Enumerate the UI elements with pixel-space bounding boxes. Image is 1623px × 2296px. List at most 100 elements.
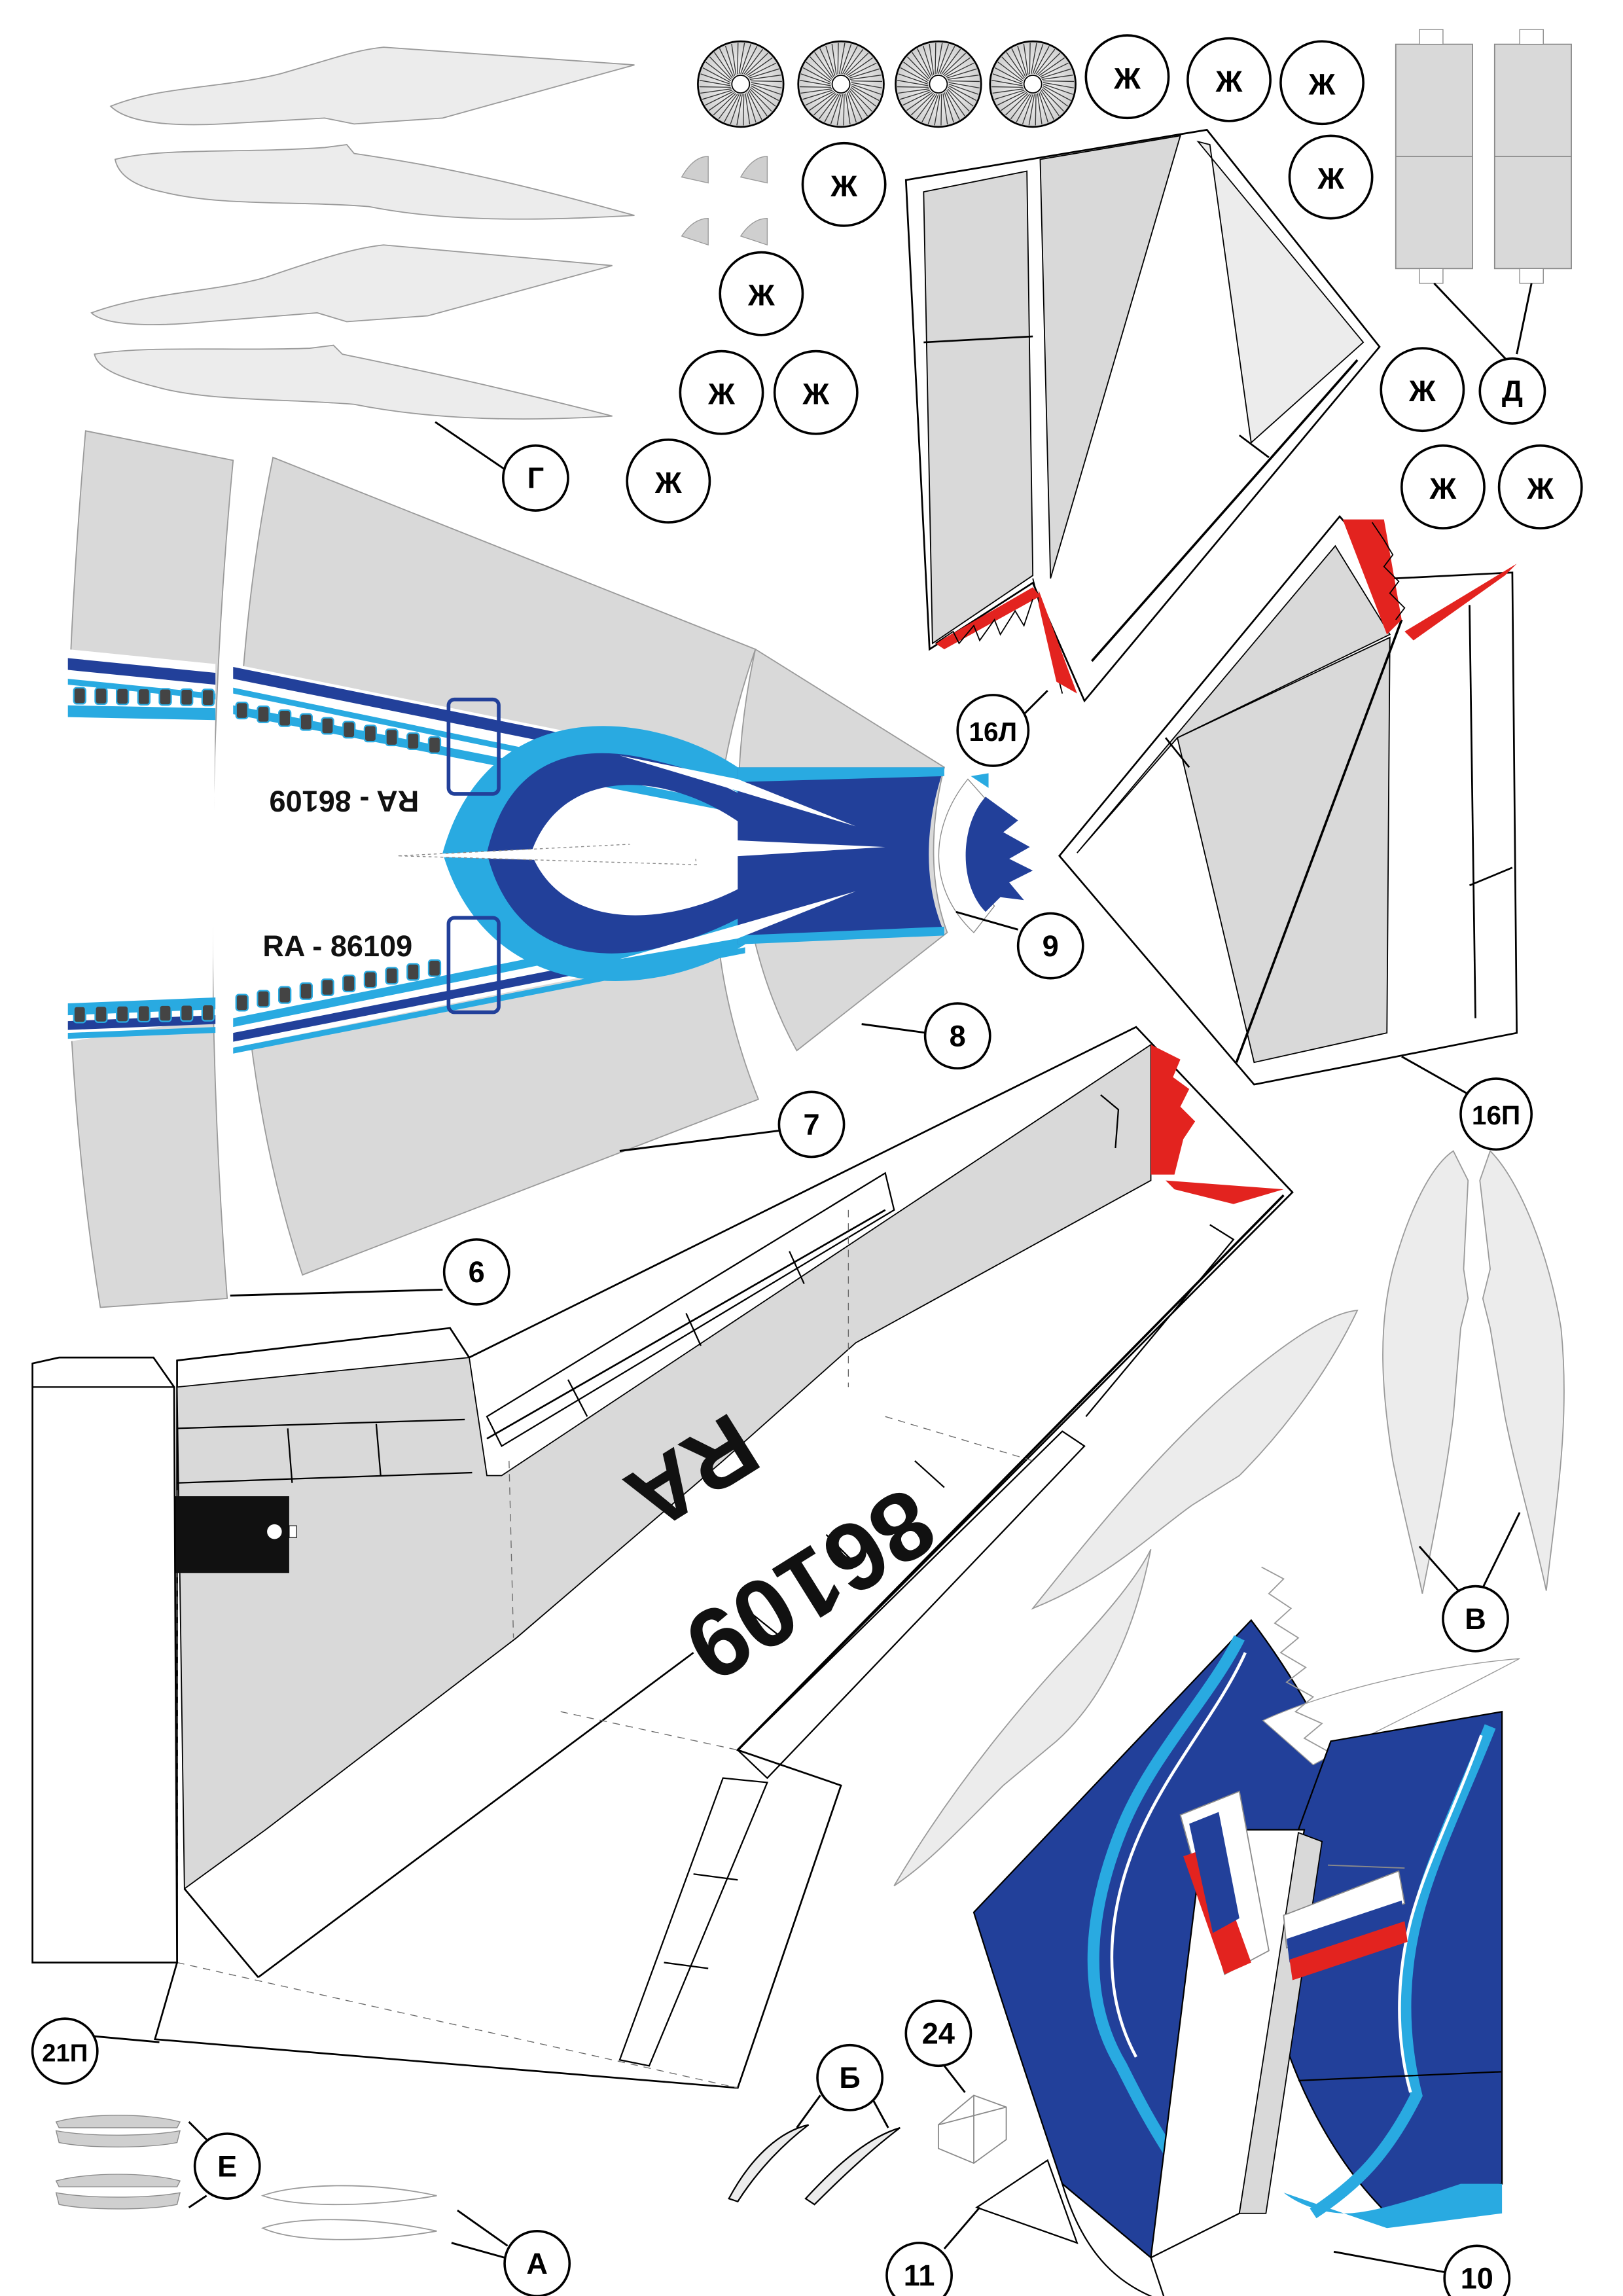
svg-text:16Л: 16Л — [969, 717, 1017, 747]
svg-text:Ж: Ж — [1215, 65, 1243, 98]
svg-text:Ж: Ж — [1113, 62, 1141, 95]
part-24-block — [937, 2094, 1007, 2164]
wheel-disc: Ж — [719, 251, 804, 336]
svg-text:Б: Б — [839, 2061, 860, 2094]
cabin-window — [73, 1005, 86, 1024]
svg-text:Д: Д — [1502, 374, 1523, 408]
svg-text:Ж: Ж — [802, 378, 829, 411]
cabin-window — [363, 971, 378, 989]
small-fairings — [681, 156, 768, 246]
cabin-window — [94, 687, 108, 705]
label-g-callout: Г — [502, 444, 569, 512]
cabin-window — [201, 689, 215, 707]
part-g-pylons — [90, 46, 635, 420]
svg-text:Ж: Ж — [747, 279, 775, 312]
svg-text:Ж: Ж — [1308, 67, 1336, 101]
label-24-callout: 24 — [904, 2000, 972, 2068]
svg-text:Ж: Ж — [1429, 472, 1457, 505]
part-11-fairing — [975, 2159, 1079, 2244]
nose-cone-9 — [938, 773, 1033, 933]
cabin-window — [277, 709, 292, 727]
main-wing — [31, 1026, 1294, 2089]
wheel-disc: Ж — [801, 141, 887, 227]
cabin-window — [299, 713, 313, 731]
svg-text:Ж: Ж — [1526, 472, 1554, 505]
label-b-callout: Б — [816, 2043, 884, 2111]
label-a-callout: А — [503, 2230, 571, 2296]
cabin-window — [137, 687, 151, 706]
nose-section-8 — [619, 648, 948, 1052]
cabin-window — [235, 994, 249, 1012]
cabin-window — [385, 728, 399, 747]
svg-text:8: 8 — [950, 1019, 966, 1052]
svg-text:Ж: Ж — [654, 466, 682, 499]
engine-fan-disc — [989, 40, 1077, 128]
label-21p-callout: 21П — [31, 2017, 99, 2085]
svg-text:24: 24 — [922, 2017, 955, 2050]
label-16l-callout: 16Л — [956, 694, 1030, 767]
label-10-callout: 10 — [1443, 2244, 1511, 2296]
part-d-blocks — [1395, 29, 1572, 367]
cabin-window — [94, 1005, 108, 1024]
wheel-disc: Ж — [1084, 34, 1170, 120]
svg-text:11: 11 — [904, 2259, 935, 2292]
cabin-window — [201, 1003, 215, 1022]
tail-fin-10 — [972, 1566, 1520, 2296]
svg-text:6: 6 — [469, 1255, 485, 1289]
cabin-window — [406, 963, 420, 981]
cabin-windows — [73, 687, 442, 1024]
label-9-callout: 9 — [1016, 912, 1084, 980]
wheel-disc-labels: Ж Ж Ж Ж Ж Ж Ж Ж Ж Ж Ж Ж — [626, 34, 1583, 529]
wheel-disc: Ж — [626, 439, 711, 524]
wheel-disc: Ж — [1497, 444, 1583, 529]
cabin-window — [321, 978, 334, 997]
stabilizer-left-16l — [904, 128, 1381, 703]
cabin-window — [180, 1004, 194, 1022]
engine-fan-discs — [697, 40, 1077, 128]
cabin-window — [158, 1004, 172, 1022]
part-e-pieces — [55, 2115, 181, 2210]
pylon-fairings — [893, 1309, 1359, 1886]
cabin-window — [137, 1005, 151, 1023]
wheel-disc: Ж — [1288, 134, 1374, 220]
cabin-window — [321, 717, 334, 735]
wheel-disc: Ж — [1186, 37, 1272, 122]
fuselage-registration: RA - 86109 — [262, 929, 412, 963]
cabin-window — [235, 702, 249, 720]
part-v-fairings — [1382, 1149, 1565, 1594]
fuselage-section-6 — [61, 430, 234, 1308]
cabin-window — [116, 687, 130, 706]
svg-text:16П: 16П — [1472, 1100, 1520, 1130]
label-e-callout: Е — [193, 2132, 261, 2200]
cabin-window — [342, 721, 356, 739]
svg-text:9: 9 — [1043, 929, 1059, 963]
cabin-window — [385, 967, 399, 985]
wheel-disc: Ж — [679, 350, 764, 435]
label-v-callout: В — [1442, 1585, 1509, 1653]
svg-text:10: 10 — [1461, 2262, 1493, 2295]
cabin-window — [342, 975, 356, 993]
part-b-struts — [728, 2124, 901, 2206]
svg-text:Ж: Ж — [1408, 374, 1436, 408]
label-7-callout: 7 — [777, 1090, 846, 1158]
cabin-window — [116, 1005, 130, 1023]
wheel-disc: Ж — [1400, 444, 1486, 529]
cabin-window — [180, 688, 194, 706]
fuselage-registration-inverted: RA - 86109 — [269, 784, 419, 817]
label-11-callout: 11 — [885, 2242, 953, 2296]
fuselage-section-7 — [226, 456, 760, 1276]
cabin-window — [427, 959, 442, 977]
cabin-window — [299, 982, 313, 1000]
svg-text:В: В — [1465, 1602, 1486, 1636]
cabin-window — [257, 990, 270, 1008]
cabin-window — [277, 986, 292, 1004]
cabin-window — [427, 736, 442, 754]
label-d-callout: Д — [1478, 357, 1546, 425]
part-a-ribs — [260, 2185, 437, 2240]
engine-fan-disc — [697, 40, 785, 128]
svg-text:Ж: Ж — [707, 378, 735, 411]
cabin-window — [158, 688, 172, 706]
wheel-disc: Ж — [1380, 347, 1465, 433]
label-8-callout: 8 — [923, 1002, 991, 1070]
